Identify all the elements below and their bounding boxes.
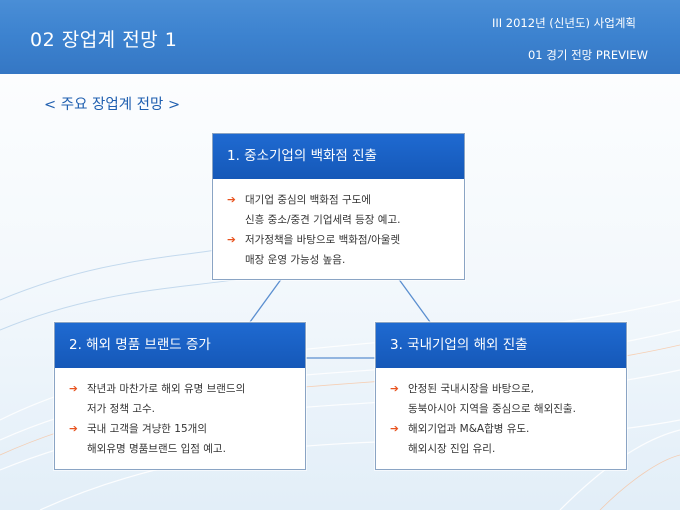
arrow-right-icon: ➔ [227,194,236,206]
bullet-item-continued: 저가 정책 고수. [87,403,155,415]
header-bar: 02 장업계 전망 1 III 2012년 (신년도) 사업계획 01 경기 전… [0,0,680,74]
outlook-box-1-title: 1. 중소기업의 백화점 진출 [213,134,464,179]
bullet-item: ➔안정된 국내시장을 바탕으로, [390,379,618,399]
bullet-item-continued: 동북아시아 지역을 중심으로 해외진출. [408,403,576,415]
connector-line-left [249,277,283,323]
arrow-right-icon: ➔ [390,383,399,395]
section-label: 01 경기 전망 PREVIEW [527,48,648,62]
chapter-label: III 2012년 (신년도) 사업계획 [491,16,636,30]
section-title: < 주요 장업계 전망 > [44,97,181,113]
outlook-box-2: 2. 해외 명품 브랜드 증가 ➔작년과 마찬가로 해외 유명 브랜드의 저가 … [54,322,306,470]
bullet-item: ➔저가정책을 바탕으로 백화점/아울렛 [227,230,456,250]
arrow-right-icon: ➔ [69,383,78,395]
outlook-box-2-body: ➔작년과 마찬가로 해외 유명 브랜드의 저가 정책 고수. ➔국내 고객을 겨… [69,379,297,459]
bullet-item-continued: 신흥 중소/중견 기업세력 등장 예고. [245,214,401,226]
arrow-right-icon: ➔ [390,423,399,435]
outlook-box-3-body: ➔안정된 국내시장을 바탕으로, 동북아시아 지역을 중심으로 해외진출. ➔해… [390,379,618,459]
bullet-item: ➔작년과 마찬가로 해외 유명 브랜드의 [69,379,297,399]
bullet-item-continued: 해외유명 명품브랜드 입점 예고. [87,443,226,455]
arrow-right-icon: ➔ [69,423,78,435]
outlook-box-1: 1. 중소기업의 백화점 진출 ➔대기업 중심의 백화점 구도에 신흥 중소/중… [212,133,465,280]
outlook-box-3: 3. 국내기업의 해외 진출 ➔안정된 국내시장을 바탕으로, 동북아시아 지역… [375,322,627,470]
arrow-right-icon: ➔ [227,234,236,246]
outlook-box-3-title: 3. 국내기업의 해외 진출 [376,323,626,368]
bullet-item-continued: 해외시장 진입 유리. [408,443,496,455]
bullet-item: ➔대기업 중심의 백화점 구도에 [227,190,456,210]
bullet-item: ➔국내 고객을 겨냥한 15개의 [69,419,297,439]
bullet-item-continued: 매장 운영 가능성 높음. [245,254,346,266]
bullet-item: ➔해외기업과 M&A합병 유도. [390,419,618,439]
page-title: 02 장업계 전망 1 [30,29,178,51]
outlook-box-1-body: ➔대기업 중심의 백화점 구도에 신흥 중소/중견 기업세력 등장 예고. ➔저… [227,190,456,270]
connector-line-right [397,277,431,323]
outlook-box-2-title: 2. 해외 명품 브랜드 증가 [55,323,305,368]
